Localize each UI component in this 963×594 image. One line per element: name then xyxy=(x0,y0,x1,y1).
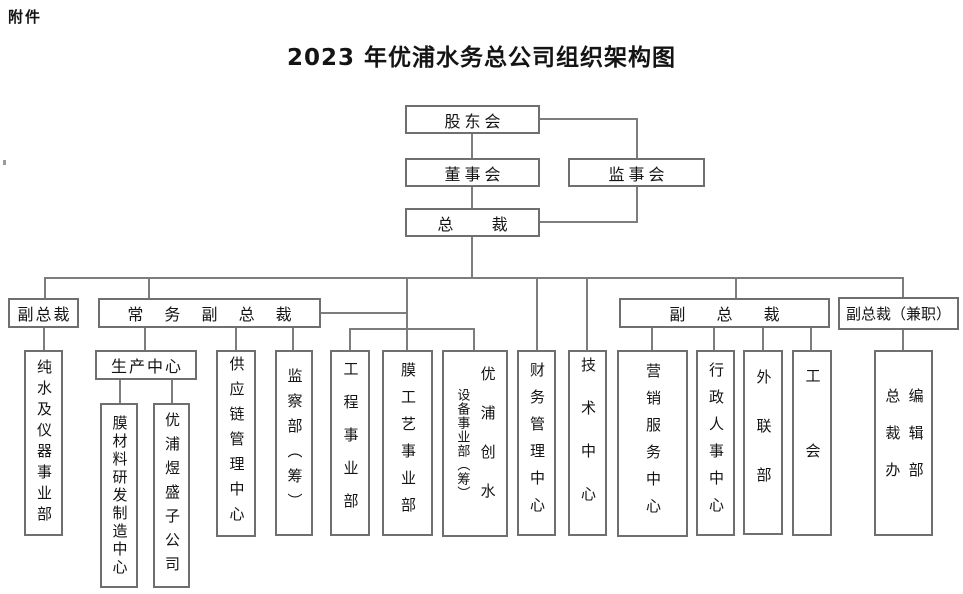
president-office-label: 总裁办 xyxy=(883,387,902,499)
equipment-division-columns: 设备事业部（筹） 优浦创水 xyxy=(444,352,506,535)
external-liaison-dept-label: 外联部 xyxy=(754,369,773,516)
org-box-executive-vp: 常 务 副 总 裁 xyxy=(98,298,321,328)
org-box-technology-center: 技术中心 xyxy=(568,350,607,536)
equipment-division-label: 设备事业部（筹） xyxy=(454,387,470,500)
labor-union-label: 工会 xyxy=(803,368,822,518)
shareholders-label: 股东会 xyxy=(444,111,505,131)
vp-left-label: 副总裁 xyxy=(17,305,72,324)
production-center-label: 生产中心 xyxy=(110,357,183,376)
president-label: 总 裁 xyxy=(437,214,512,234)
org-box-finance-center: 财务管理中心 xyxy=(517,350,556,536)
org-box-president-office-editorial-dept: 总裁办 编辑部 xyxy=(874,350,933,536)
youpu-chuangshui-label: 优浦创水 xyxy=(478,365,497,522)
org-box-vp-left: 副总裁 xyxy=(8,298,79,328)
org-box-vp-right: 副 总 裁 xyxy=(619,298,830,328)
org-box-membrane-process-division: 膜工艺事业部 xyxy=(382,350,433,536)
org-box-equipment-division-youpu-chuangshui: 设备事业部（筹） 优浦创水 xyxy=(442,350,508,537)
org-box-shareholders: 股东会 xyxy=(405,105,540,134)
engineering-division-label: 工程事业部 xyxy=(341,360,360,526)
org-box-pure-water-instruments-division: 纯水及仪器事业部 xyxy=(24,350,63,536)
marketing-service-center-label: 营销服务中心 xyxy=(644,362,662,525)
org-box-marketing-service-center: 营销服务中心 xyxy=(617,350,688,537)
president-office-columns: 总裁办 编辑部 xyxy=(876,352,931,534)
membrane-rnd-center-label: 膜材料研发制造中心 xyxy=(110,414,129,577)
executive-vp-label: 常 务 副 总 裁 xyxy=(127,305,296,324)
org-box-membrane-rnd-center: 膜材料研发制造中心 xyxy=(100,403,138,588)
org-box-supply-chain-center: 供应链管理中心 xyxy=(216,350,256,537)
attachment-label: 附件 xyxy=(8,8,43,26)
page-title: 2023 年优浦水务总公司组织架构图 xyxy=(286,45,677,71)
stray-mark xyxy=(3,160,6,165)
vp-part-time-label: 副总裁（兼职） xyxy=(845,305,951,323)
vp-right-label: 副 总 裁 xyxy=(669,305,784,324)
org-box-admin-hr-center: 行政人事中心 xyxy=(696,350,735,536)
supply-chain-center-label: 供应链管理中心 xyxy=(227,356,246,531)
org-box-production-center: 生产中心 xyxy=(95,350,197,380)
org-box-president: 总 裁 xyxy=(405,208,540,237)
pure-water-instruments-label: 纯水及仪器事业部 xyxy=(35,359,53,527)
supervision-dept-label: 监察部（筹） xyxy=(285,368,304,518)
admin-hr-center-label: 行政人事中心 xyxy=(707,362,725,524)
org-box-supervisory-board: 监事会 xyxy=(568,158,705,187)
org-box-engineering-division: 工程事业部 xyxy=(330,350,370,536)
org-box-supervision-dept: 监察部（筹） xyxy=(275,350,313,536)
org-box-board-of-directors: 董事会 xyxy=(405,158,540,187)
youpu-yusheng-subsidiary-label: 优浦煜盛子公司 xyxy=(163,411,181,580)
org-box-youpu-yusheng-subsidiary: 优浦煜盛子公司 xyxy=(153,403,190,588)
org-box-vp-part-time: 副总裁（兼职） xyxy=(838,297,959,330)
supervisory-board-label: 监事会 xyxy=(608,164,669,184)
membrane-process-division-label: 膜工艺事业部 xyxy=(399,362,417,524)
org-box-labor-union: 工会 xyxy=(792,350,832,536)
org-box-external-liaison-dept: 外联部 xyxy=(743,350,783,535)
finance-center-label: 财务管理中心 xyxy=(528,362,546,524)
technology-center-label: 技术中心 xyxy=(579,357,597,529)
board-of-directors-label: 董事会 xyxy=(444,164,505,184)
editorial-dept-label: 编辑部 xyxy=(906,387,925,499)
